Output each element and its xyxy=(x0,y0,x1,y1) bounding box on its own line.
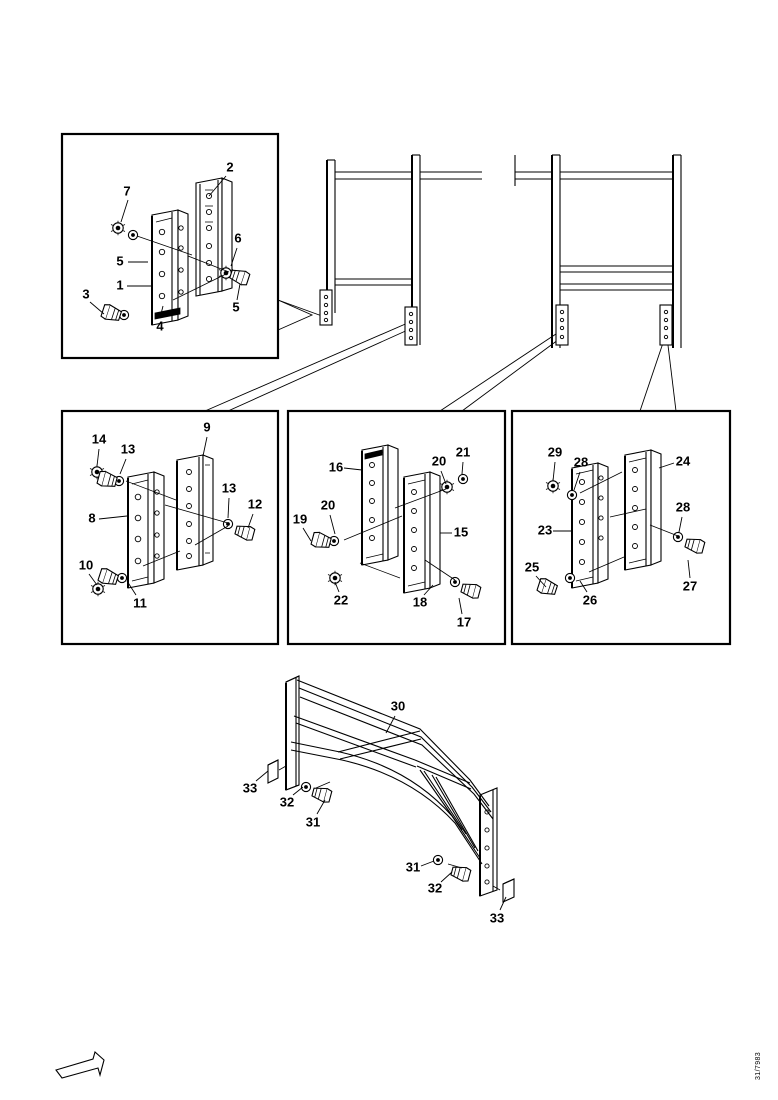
part-1-channel xyxy=(151,209,189,326)
callout-3: 3 xyxy=(82,286,89,301)
callout-17: 17 xyxy=(457,614,471,629)
part-33-bracket-left xyxy=(267,759,279,784)
part-32-bolt-right xyxy=(449,863,472,883)
callout-20b: 20 xyxy=(321,497,335,512)
callout-22: 22 xyxy=(334,592,348,607)
part-31-washer-right xyxy=(432,854,444,866)
callout-11: 11 xyxy=(133,595,147,610)
frame-elevation-right xyxy=(514,154,682,348)
callout-33a: 33 xyxy=(243,780,257,795)
panel-border-2 xyxy=(60,409,280,646)
callout-29: 29 xyxy=(548,444,562,459)
part-21-washer xyxy=(457,473,469,485)
bracket-right-lower xyxy=(404,306,418,346)
part-13-bolt xyxy=(96,469,119,490)
svg-text:31/7983: 31/7983 xyxy=(755,1052,762,1080)
detail-group-2 xyxy=(89,454,256,597)
callout-31a: 31 xyxy=(306,814,320,829)
callout-10: 10 xyxy=(79,557,93,572)
panel-border-1 xyxy=(60,132,280,360)
sheet-code: 31/7983 xyxy=(755,1052,762,1080)
part-15-channel xyxy=(403,471,441,594)
detail-group-4 xyxy=(536,449,706,598)
callout-32b: 32 xyxy=(428,880,442,895)
frame-elevation-left xyxy=(319,154,482,346)
callout-1: 1 xyxy=(116,277,123,292)
callouts-panel-4: 29 28 24 23 28 25 26 27 xyxy=(525,444,697,607)
callout-2: 2 xyxy=(226,159,233,174)
part-28r-washer xyxy=(672,531,684,543)
panel-leader-lines xyxy=(204,299,677,412)
callout-14: 14 xyxy=(92,431,107,446)
callout-7: 7 xyxy=(123,183,130,198)
part-8-channel xyxy=(127,471,165,589)
part-19-bolt xyxy=(310,530,333,551)
callout-5a: 5 xyxy=(232,299,239,314)
assembly-hardware xyxy=(267,759,515,903)
direction-arrow xyxy=(55,1051,105,1079)
callout-15: 15 xyxy=(454,524,468,539)
part-7-washer xyxy=(127,229,139,241)
callout-32a: 32 xyxy=(280,794,294,809)
part-18-washer xyxy=(449,576,461,588)
callout-13b: 13 xyxy=(222,480,236,495)
callout-9: 9 xyxy=(203,419,210,434)
part-2-channel xyxy=(195,177,233,297)
callout-23: 23 xyxy=(538,522,552,537)
part-28-washer xyxy=(566,489,578,501)
part-24-channel xyxy=(624,449,662,571)
callout-5b: 5 xyxy=(116,253,123,268)
callout-20a: 20 xyxy=(432,453,446,468)
callout-28a: 28 xyxy=(574,454,588,469)
callouts-assembly: 30 33 32 31 31 32 33 xyxy=(243,698,507,925)
callout-18: 18 xyxy=(413,594,427,609)
callout-21: 21 xyxy=(456,444,470,459)
part-20-nut-right xyxy=(439,479,455,495)
bracket-left-lower xyxy=(319,289,333,326)
callout-30: 30 xyxy=(391,698,405,713)
part-27-bolt xyxy=(683,535,706,555)
part-7-hardware xyxy=(110,220,126,236)
callout-26: 26 xyxy=(583,592,597,607)
callout-27: 27 xyxy=(683,578,697,593)
callout-19: 19 xyxy=(293,511,307,526)
part-16-channel xyxy=(361,444,399,566)
callout-6: 6 xyxy=(234,230,241,245)
panel-border-3 xyxy=(286,409,507,646)
callout-8: 8 xyxy=(88,510,95,525)
part-13r-washer xyxy=(222,518,234,530)
callouts-panel-1: 7 2 6 5 5 1 3 4 xyxy=(82,159,241,333)
callout-12: 12 xyxy=(248,496,262,511)
callouts-panel-2: 14 13 9 13 12 8 10 11 xyxy=(79,419,262,610)
callout-4: 4 xyxy=(156,318,164,333)
callouts-panel-3: 16 20 21 19 20 15 22 18 17 xyxy=(293,444,471,629)
callout-25: 25 xyxy=(525,559,539,574)
bracket-r-left-lower xyxy=(555,304,569,346)
detail-group-1 xyxy=(100,177,251,326)
callout-31b: 31 xyxy=(406,859,420,874)
bracket-r-right-lower xyxy=(659,304,673,346)
part-31-bolt-left xyxy=(310,784,333,804)
part-23-channel xyxy=(571,462,609,589)
part-26-washer xyxy=(564,572,576,584)
part-11-washer xyxy=(116,572,128,584)
part-9-channel xyxy=(176,454,214,571)
callout-24: 24 xyxy=(676,453,691,468)
part-33-bracket-right xyxy=(502,878,515,903)
panel-border-4 xyxy=(510,409,732,646)
callout-16: 16 xyxy=(329,459,343,474)
part-10-nut xyxy=(90,581,106,597)
callout-33b: 33 xyxy=(490,910,504,925)
callout-13a: 13 xyxy=(121,441,135,456)
part-3-bolt xyxy=(100,302,123,324)
part-12-bolt xyxy=(233,522,256,542)
callout-28b: 28 xyxy=(676,499,690,514)
assembly-view xyxy=(285,675,498,897)
part-17-bolt xyxy=(459,580,482,600)
